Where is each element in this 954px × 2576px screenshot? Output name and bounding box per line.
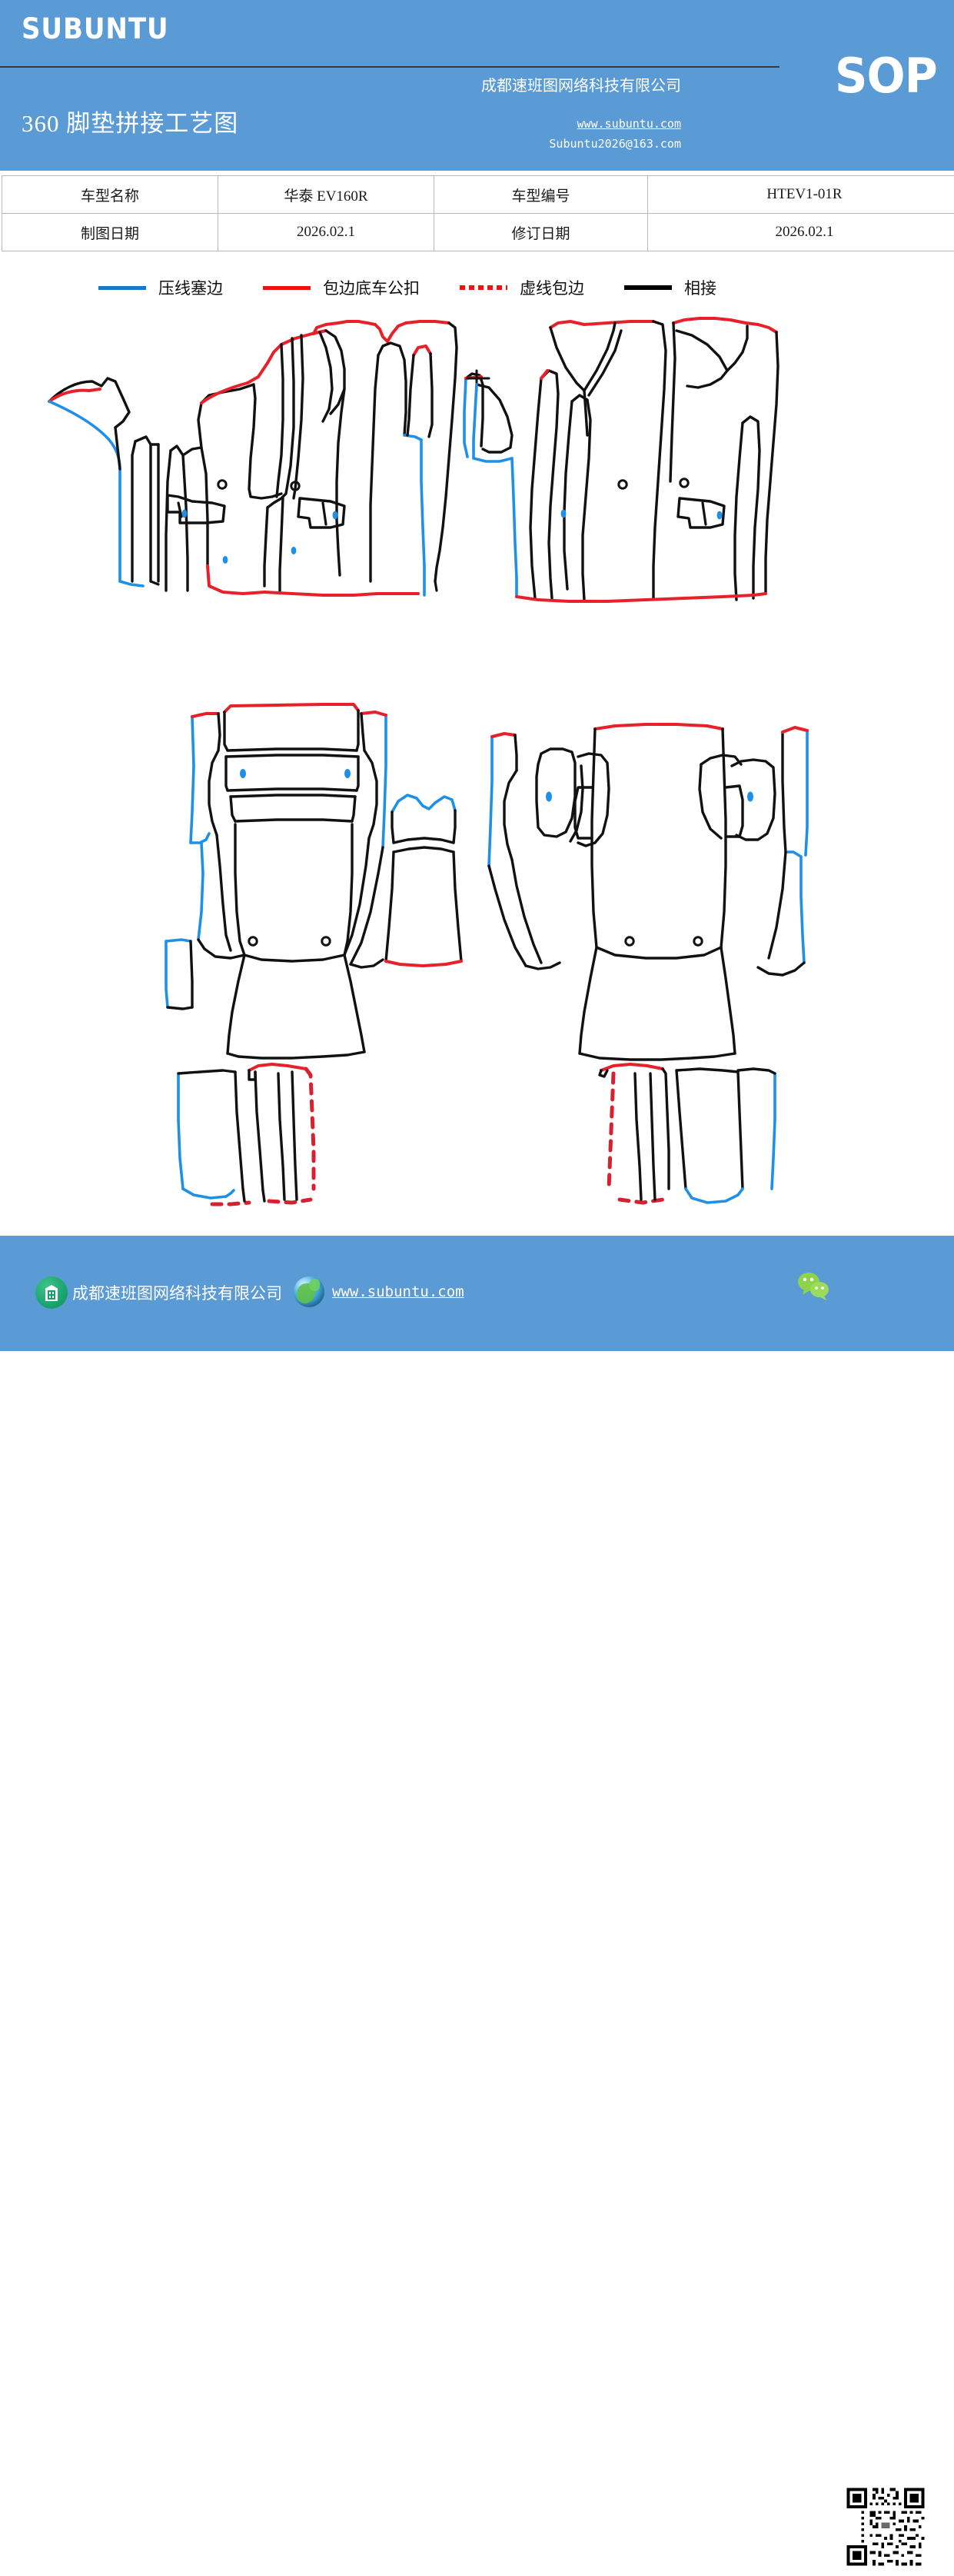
page-footer: 成都速班图网络科技有限公司 www.subuntu.com (0, 1233, 954, 1351)
center-tunnel-mat (386, 795, 461, 966)
floor-mat-technical-drawing (0, 305, 954, 1230)
brand-logo: SUBUNTU (22, 12, 169, 45)
footer-company: 成都速班图网络科技有限公司 (35, 1276, 282, 1309)
legend-label: 虚线包边 (520, 276, 584, 299)
legend-label: 相接 (684, 276, 716, 299)
legend-swatch-dotted-red-line-icon (460, 285, 507, 290)
legend-item-joint: 相接 (624, 276, 716, 299)
qr-code-image (844, 2481, 927, 2572)
legend-label: 压线塞边 (158, 276, 223, 299)
legend-item-press-edge: 压线塞边 (98, 276, 223, 299)
legend-swatch-red-line-icon (263, 286, 311, 290)
sop-badge: SOP (835, 48, 937, 104)
rear-row-right-mat (489, 724, 807, 1203)
page-header: SUBUNTU 360 脚垫拼接工艺图 成都速班图网络科技有限公司 SOP ww… (0, 0, 954, 171)
vehicle-info-table: 车型名称 华泰 EV160R 车型编号 HTEV1-01R 制图日期 2026.… (2, 175, 954, 251)
value-draw-date: 2026.02.1 (218, 214, 434, 251)
globe-icon (294, 1276, 324, 1307)
front-row-left-mat (49, 321, 457, 595)
label-draw-date: 制图日期 (2, 214, 218, 251)
rear-row-left-mat (166, 704, 386, 1204)
legend-item-dashed-edge: 虚线包边 (460, 276, 584, 299)
value-model-code: HTEV1-01R (648, 176, 954, 214)
value-model-name: 华泰 EV160R (218, 176, 434, 214)
header-website-link[interactable]: www.subuntu.com (577, 117, 681, 131)
qr-code (840, 2478, 931, 2576)
front-row-right-mat (464, 318, 778, 601)
legend-swatch-blue-line-icon (98, 286, 146, 290)
table-row: 车型名称 华泰 EV160R 车型编号 HTEV1-01R (2, 176, 954, 214)
label-model-name: 车型名称 (2, 176, 218, 214)
footer-company-name: 成都速班图网络科技有限公司 (72, 1281, 282, 1304)
footer-website: www.subuntu.com (294, 1276, 464, 1307)
label-model-code: 车型编号 (434, 176, 648, 214)
legend-swatch-black-line-icon (624, 285, 672, 290)
header-company-name: 成都速班图网络科技有限公司 (481, 73, 681, 95)
header-divider (0, 66, 779, 68)
value-revise-date: 2026.02.1 (648, 214, 954, 251)
legend-label: 包边底车公扣 (323, 276, 420, 299)
building-icon (35, 1276, 68, 1309)
legend-item-bound-edge: 包边底车公扣 (263, 276, 420, 299)
page-title: 360 脚垫拼接工艺图 (22, 104, 238, 138)
label-revise-date: 修订日期 (434, 214, 648, 251)
header-email: Subuntu2026@163.com (549, 137, 681, 151)
drawing-canvas (0, 305, 954, 1230)
footer-website-link[interactable]: www.subuntu.com (332, 1283, 464, 1300)
legend: 压线塞边 包边底车公扣 虚线包边 相接 (0, 271, 954, 305)
wechat-icon (796, 1271, 832, 1302)
table-row: 制图日期 2026.02.1 修订日期 2026.02.1 (2, 214, 954, 251)
